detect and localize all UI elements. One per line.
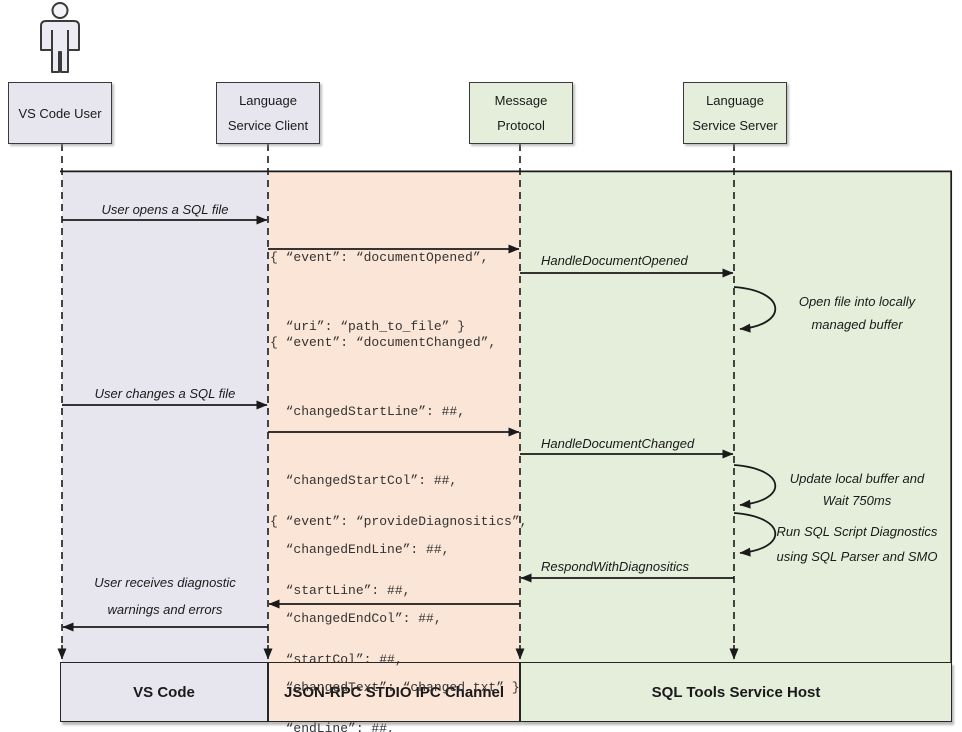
actor-client-label-line2: Service Client [227, 118, 309, 133]
payload-line: “changedStartLine”: ##, [270, 404, 466, 419]
payload-line: { “event”: “provideDiagnositics”, [270, 514, 528, 529]
note-run-diagnostics-line2: using SQL Parser and SMO [776, 549, 938, 564]
payload-line: “changedEndLine”: ##, [270, 542, 450, 557]
lane-vscode [62, 172, 268, 662]
label-handle-document-changed: HandleDocumentChanged [541, 436, 695, 451]
payload-line: “uri”: “path_to_file” } [270, 319, 466, 334]
actor-language-service-server: Language Service Server [683, 82, 787, 144]
note-run-diagnostics-line1: Run SQL Script Diagnostics [776, 524, 938, 539]
actor-server-label-line2: Service Server [692, 118, 778, 133]
payload-document-changed: { “event”: “documentChanged”, “changedSt… [270, 285, 520, 732]
label-handle-document-opened: HandleDocumentOpened [541, 253, 688, 268]
footer-service-host-label: SQL Tools Service Host [651, 683, 821, 701]
payload-line: { “event”: “documentChanged”, [270, 335, 497, 350]
actor-client-label-line1: Language [239, 93, 297, 108]
payload-line: “changedStartCol”: ##, [270, 473, 458, 488]
lane-ipc-channel [268, 172, 520, 662]
person-icon [40, 2, 80, 73]
payload-line: “startLine”: ##, [270, 583, 411, 598]
actor-server-label-line1: Language [706, 93, 764, 108]
label-user-opens-file: User opens a SQL file [101, 202, 229, 217]
actor-language-service-client: Language Service Client [216, 82, 320, 144]
person-body [40, 20, 80, 73]
note-update-buffer-line2: Wait 750ms [822, 493, 892, 508]
actor-vscode-user-label: VS Code User [18, 105, 102, 121]
actor-protocol-label-line1: Message [494, 93, 548, 108]
label-respond-with-diagnostics: RespondWithDiagnositics [541, 559, 690, 574]
footer-ipc-channel-label: JSON-RPC STDIO IPC Channel [283, 683, 505, 701]
payload-document-opened: { “event”: “documentOpened”, “uri”: “pat… [270, 200, 488, 384]
person-head [51, 2, 69, 19]
footer-vscode-label: VS Code [133, 683, 195, 701]
payload-line: “changedEndCol”: ##, [270, 611, 442, 626]
note-open-buffer-line2: managed buffer [811, 317, 903, 332]
payload-line: “startCol”: ##, [270, 652, 403, 667]
label-user-changes-file: User changes a SQL file [94, 386, 236, 401]
footer-service-host: SQL Tools Service Host [520, 662, 952, 722]
footer-vscode: VS Code [60, 662, 268, 722]
actor-protocol-label-line2: Protocol [497, 118, 545, 133]
label-user-receives-line1: User receives diagnostic [94, 575, 236, 590]
payload-line: { “event”: “documentOpened”, [270, 250, 489, 265]
payload-provide-diagnostics: { “event”: “provideDiagnositics”, “start… [270, 464, 527, 732]
payload-line: “endLine”: ##, [270, 721, 395, 732]
actor-vscode-user: VS Code User [8, 82, 112, 144]
note-open-buffer-line1: Open file into locally [798, 294, 916, 309]
actor-message-protocol: Message Protocol [469, 82, 573, 144]
note-update-buffer-line1: Update local buffer and [789, 471, 925, 486]
footer-ipc-channel: JSON-RPC STDIO IPC Channel [268, 662, 520, 722]
lane-service-host [520, 172, 952, 662]
label-user-receives-line2: warnings and errors [107, 602, 223, 617]
payload-line: “changedText”: “changed txt” } [270, 680, 520, 695]
